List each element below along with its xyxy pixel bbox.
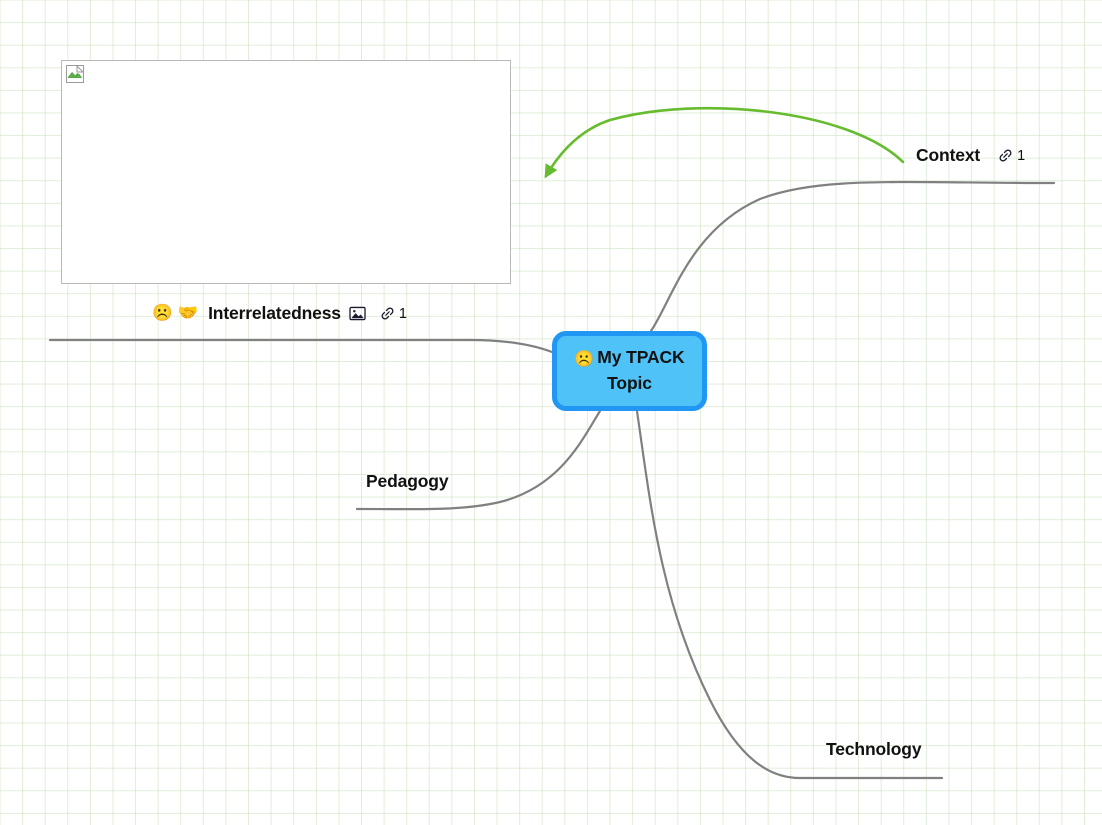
branch-line-pedagogy [355,409,602,511]
branch-meta-interrelatedness: 1 [349,306,407,322]
branch-text-interrelatedness: Interrelatedness [208,303,341,323]
branch-line-context [649,180,1056,333]
root-node-label: ☹️My TPACK Topic [557,345,702,397]
frowning-face-emoji: ☹️ [152,304,173,323]
branch-meta-context: 1 [998,148,1025,164]
branch-line-interrelatedness [48,338,554,354]
branch-text-context: Context [916,145,981,165]
branch-label-interrelatedness[interactable]: ☹️ 🤝 Interrelatedness 1 [152,303,407,324]
branch-label-pedagogy[interactable]: Pedagogy [366,471,449,492]
link-icon[interactable] [380,306,395,321]
link-icon[interactable] [998,148,1013,163]
broken-image-icon [66,65,84,83]
branch-label-context[interactable]: Context 1 [916,145,1025,166]
branch-emoji-group: ☹️ 🤝 [152,305,198,322]
root-node[interactable]: ☹️My TPACK Topic [552,331,707,411]
image-icon[interactable] [349,306,366,321]
relation-arrow-context-to-interrelatedness [544,106,905,179]
branch-text-pedagogy: Pedagogy [366,471,449,491]
branch-label-technology[interactable]: Technology [826,739,922,760]
link-count-interrelatedness: 1 [398,305,407,322]
broken-image-placeholder[interactable] [61,60,511,284]
frowning-face-emoji: ☹️ [574,351,595,369]
branch-line-technology [635,409,944,780]
link-count-context: 1 [1017,147,1026,164]
handshake-emoji: 🤝 [177,304,199,323]
root-node-text: My TPACK Topic [597,347,685,394]
branch-text-technology: Technology [826,739,922,759]
